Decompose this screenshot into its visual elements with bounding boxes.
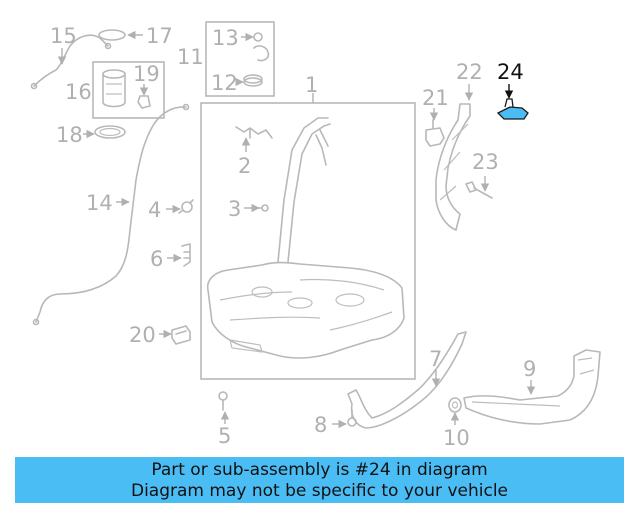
part-8-bolt <box>347 409 357 427</box>
label-10: 10 <box>443 426 470 450</box>
part-23-bolt <box>465 181 493 199</box>
label-4: 4 <box>148 198 161 222</box>
label-21: 21 <box>422 86 449 110</box>
fuel-tank <box>206 117 405 359</box>
label-14: 14 <box>86 191 113 215</box>
label-24: 24 <box>497 60 524 84</box>
part-20-connector <box>171 325 191 345</box>
part-21-valve <box>425 119 445 147</box>
label-17: 17 <box>146 24 173 48</box>
info-banner: Part or sub-assembly is #24 in diagram D… <box>15 457 624 503</box>
label-9: 9 <box>523 357 536 381</box>
label-22: 22 <box>456 60 483 84</box>
label-1: 1 <box>305 73 318 97</box>
label-6: 6 <box>150 247 163 271</box>
part-13-cap <box>253 32 270 62</box>
banner-line-1: Part or sub-assembly is #24 in diagram <box>151 460 488 480</box>
label-23: 23 <box>472 150 499 174</box>
label-12: 12 <box>211 71 238 95</box>
part-9-heat-shield <box>463 349 601 425</box>
cap-assembly-frame <box>205 21 275 97</box>
label-16: 16 <box>65 80 92 104</box>
label-19: 19 <box>133 62 160 86</box>
part-24-bracket <box>496 98 529 120</box>
part-7-strap <box>347 331 467 429</box>
label-5: 5 <box>218 424 231 448</box>
fuel-tank-frame <box>200 102 416 380</box>
part-2-wire <box>235 126 273 139</box>
part-18-ring <box>94 125 126 139</box>
part-10-washer <box>448 397 462 413</box>
fuel-pump-frame <box>92 61 165 119</box>
label-3: 3 <box>228 197 241 221</box>
part-4-clip <box>178 199 194 214</box>
banner-line-2: Diagram may not be specific to your vehi… <box>130 481 508 501</box>
part-17-seal-ring <box>98 29 126 41</box>
label-8: 8 <box>314 413 327 437</box>
label-18: 18 <box>56 123 83 147</box>
part-19-sender <box>137 95 151 109</box>
part-22-filler-pipe <box>435 103 471 231</box>
part-12-seal <box>243 74 263 87</box>
label-20: 20 <box>129 323 156 347</box>
part-14-hose <box>32 103 190 326</box>
label-13: 13 <box>212 26 239 50</box>
part-6-bracket <box>181 243 191 267</box>
part-5-bolt <box>218 391 228 411</box>
part-3-grommet <box>257 204 269 212</box>
label-7: 7 <box>429 347 442 371</box>
parts-diagram: 1 2 3 4 6 20 5 14 15 <box>30 21 601 450</box>
label-15: 15 <box>50 24 77 48</box>
part-16-fuel-pump <box>102 69 126 108</box>
label-11: 11 <box>177 45 204 69</box>
label-2: 2 <box>238 154 251 178</box>
